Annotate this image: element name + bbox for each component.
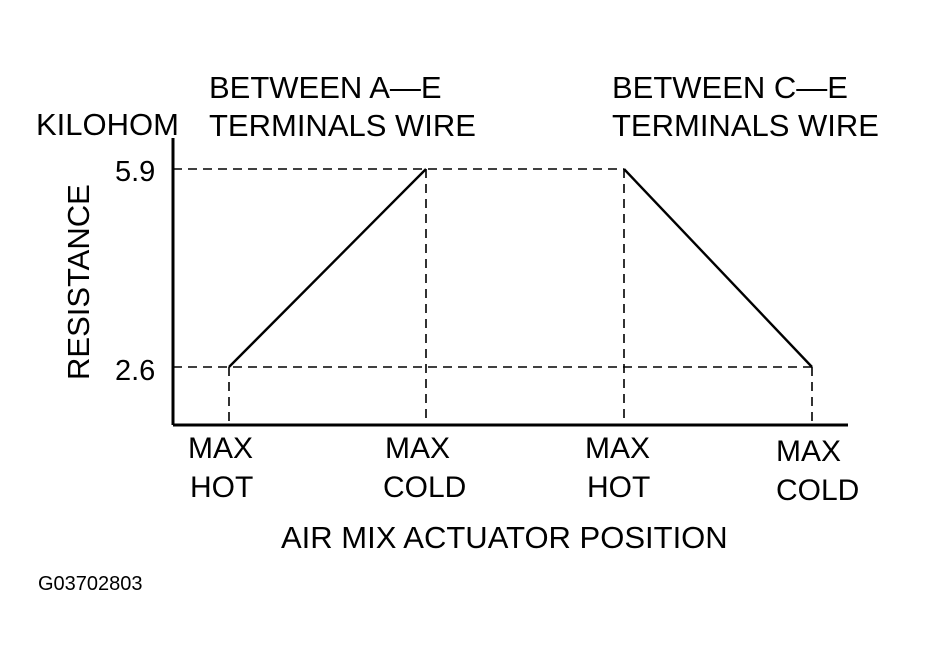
category-1-line1: MAX	[188, 432, 253, 465]
category-4-line1: MAX	[776, 435, 841, 468]
series-1-title-line2: TERMINALS WIRE	[209, 108, 476, 143]
category-3-line1: MAX	[585, 432, 650, 465]
category-2-line1: MAX	[385, 432, 450, 465]
figure-code: G03702803	[38, 573, 143, 595]
chart-marks	[173, 168, 813, 425]
category-4-line2: COLD	[776, 474, 859, 507]
category-1-line2: HOT	[190, 471, 253, 504]
x-axis-label: AIR MIX ACTUATOR POSITION	[281, 520, 728, 555]
y-axis-unit: KILOHOM	[36, 107, 179, 142]
y-axis-label: RESISTANCE	[61, 184, 96, 380]
category-2-line2: COLD	[383, 471, 466, 504]
series-2-line	[623, 168, 813, 368]
series-1-line	[228, 168, 427, 368]
series-2-title-line2: TERMINALS WIRE	[612, 108, 879, 143]
category-3-line2: HOT	[587, 471, 650, 504]
series-2-title-line1: BETWEEN C—E	[612, 70, 848, 105]
series-1-title-line1: BETWEEN A—E	[209, 70, 442, 105]
y-tick-5-9: 5.9	[115, 156, 155, 188]
y-tick-2-6: 2.6	[115, 355, 155, 387]
